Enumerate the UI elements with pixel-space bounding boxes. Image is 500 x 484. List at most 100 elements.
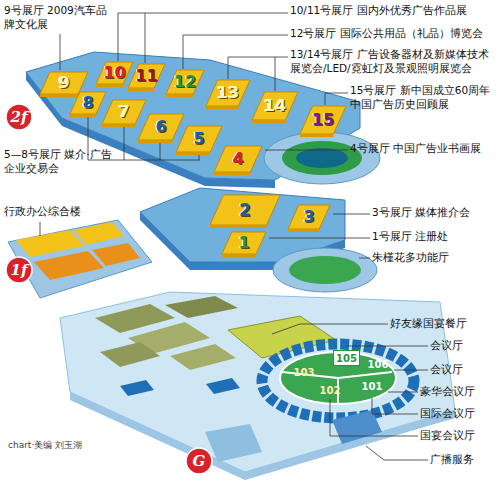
ground-block [170, 344, 236, 370]
admin-base [8, 220, 152, 298]
hall-number: 5 [176, 126, 222, 152]
number-text: 5 [193, 130, 204, 148]
callout-label: 国际会议厅 [420, 407, 496, 421]
leader-line [228, 57, 288, 79]
room-number: 106 [364, 356, 392, 372]
floor-label: G [193, 453, 206, 470]
hall-edge [166, 94, 193, 97]
marker-circle [6, 104, 32, 130]
hall-edge [222, 254, 256, 257]
leader-line [60, 34, 61, 70]
hall-number: 9 [40, 72, 88, 94]
number-text: 103 [294, 367, 315, 378]
number-text: 3 [303, 208, 314, 226]
hall-number: 7 [102, 100, 146, 124]
hall-floor [128, 64, 165, 88]
room-number: 105 [333, 350, 360, 366]
hall-edge [102, 124, 135, 127]
callout-label: 豪华会议厅 [420, 385, 496, 399]
ground-block [100, 342, 160, 367]
callout-label: 12号展厅 国际公共用品（礼品）博览会 [290, 27, 496, 41]
callout-label: 5—8号展厅 媒介·广告企业交易会 [4, 148, 116, 175]
entrance-wing [205, 424, 262, 462]
hall-floor [176, 126, 222, 152]
number-text: 8 [82, 94, 93, 112]
floor-marker: G [185, 447, 213, 475]
atrium-disk [264, 132, 380, 184]
broadcast-wing [332, 410, 382, 444]
hall-number: 8 [70, 92, 106, 114]
callout-label: 10/11号展厅 国内外优秀广告作品展 [290, 4, 496, 18]
leader-line [272, 324, 388, 334]
callout-label: 9号展厅 2009汽车品牌文化展 [4, 4, 116, 31]
hall-floor [252, 92, 298, 120]
number-text: 10 [103, 64, 125, 82]
admin-block [34, 251, 104, 280]
leader-line [325, 93, 348, 105]
leader-line [372, 398, 418, 414]
number-text: 105 [336, 353, 357, 364]
number-text: 102 [320, 385, 341, 396]
callout-label: 4号展厅 中国广告业书画展 [350, 142, 496, 156]
leader-line [118, 13, 288, 61]
conference-disk [280, 352, 396, 404]
admin-block [16, 230, 84, 257]
room-number: 101 [358, 378, 386, 394]
callout-label: 13/14号展厅 广告设备器材及新媒体技术展览会/LED/霓虹灯及景观照明展览会 [290, 48, 496, 75]
admin-block [74, 222, 124, 245]
leader-line [347, 346, 428, 347]
hall-number: 15 [300, 106, 346, 134]
hall-floor [40, 72, 88, 94]
callout-label: 国宴会议厅 [420, 429, 496, 443]
room-box [334, 351, 360, 366]
hall-edge [214, 172, 250, 175]
number-text: 7 [118, 103, 129, 121]
number-text: 1 [238, 234, 249, 252]
hall-edge [176, 152, 210, 155]
callout-label: 3号展厅 媒体推介会 [372, 206, 496, 220]
hall-number: 2 [210, 195, 280, 225]
callout-label: 朱槿花多功能厅 [372, 251, 496, 265]
hall-edge [252, 120, 285, 123]
number-text: 101 [362, 381, 383, 392]
leader-lines [40, 13, 428, 460]
hall-floor [96, 62, 133, 84]
number-text: 106 [368, 359, 389, 370]
marker-circle [6, 257, 32, 283]
number-text: 14 [264, 97, 286, 115]
floor-label: 2f [11, 109, 28, 126]
leader-line [40, 222, 41, 236]
leader-line [183, 35, 288, 69]
atrium-disk [273, 248, 377, 292]
leader-line [265, 150, 348, 151]
hall-edge [300, 134, 333, 137]
leader-line [145, 13, 146, 63]
hall-floor [222, 232, 266, 254]
seating-ring [262, 344, 414, 418]
number-text: 12 [174, 73, 196, 91]
hall-floor [210, 195, 280, 225]
admin-block [92, 243, 140, 266]
callout-label: 广播服务 [430, 453, 496, 467]
hall-floor [70, 92, 106, 114]
multi-hall-ring [289, 256, 361, 284]
ground-block [165, 296, 238, 318]
hall-number: 11 [128, 64, 165, 88]
leader-line [269, 238, 370, 239]
hall-edge [96, 84, 123, 87]
callout-label: 15号展厅 新中国成立60周年中国广告历史回顾展 [350, 84, 496, 111]
room-number: 102 [316, 382, 344, 398]
hall-edge [40, 94, 78, 97]
callout-label: 会议厅 [430, 363, 496, 377]
hall-edge [288, 229, 319, 232]
leader-line [275, 57, 276, 91]
number-text: 2 [239, 201, 251, 220]
hall-floor [206, 80, 250, 106]
hall-floor [288, 205, 330, 229]
marker-circle [186, 448, 212, 474]
callout-label: 1号展厅 注册处 [372, 230, 496, 244]
floor-marker: 2f [5, 103, 33, 131]
hall-floor [102, 100, 146, 124]
hall-number: 12 [166, 70, 204, 94]
number-text: 13 [217, 84, 239, 102]
